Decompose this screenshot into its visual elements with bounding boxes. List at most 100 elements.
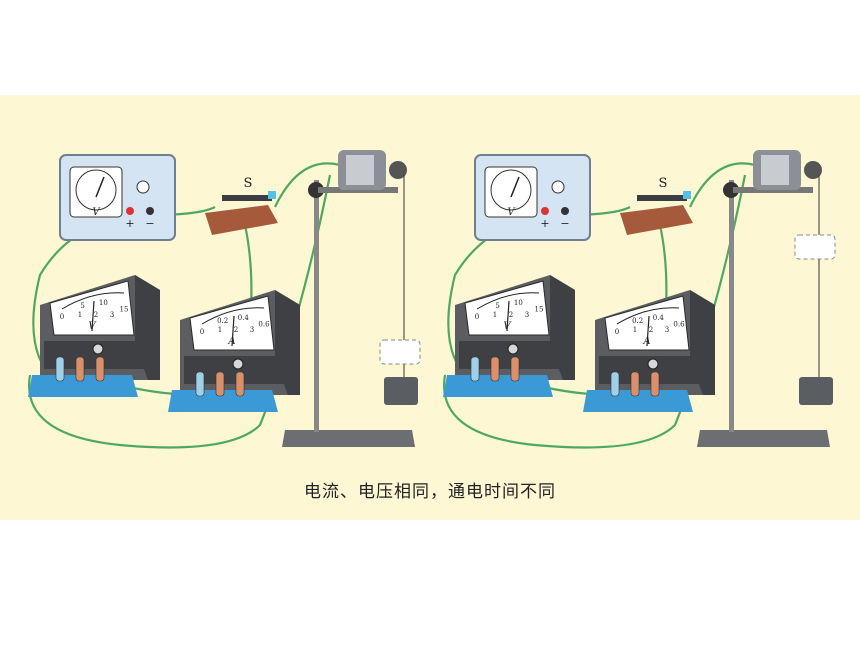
setup0-ammeter-scale-label-3: 0.6	[258, 320, 270, 328]
setup1-voltmeter-scale-label-2: 10	[514, 299, 523, 307]
setup1-ammeter-scale-arc	[616, 307, 680, 325]
setup1-supply-dial	[490, 169, 532, 211]
setup0-motor-pulley	[389, 161, 407, 179]
setup0-voltmeter-inner-label-0: 1	[78, 311, 82, 319]
setup1-voltmeter-inner-label-0: 1	[493, 311, 497, 319]
setup0-ammeter-face	[189, 295, 275, 351]
setup1-supply-dial-bg	[484, 166, 538, 218]
setup1-switch-label: S	[659, 176, 668, 191]
setup0-voltmeter-face	[49, 280, 135, 336]
setup1-switch-base	[620, 205, 693, 235]
setup1-voltmeter-terminal-1	[490, 356, 500, 382]
setup0-voltmeter-terminal-1	[75, 356, 85, 382]
setup1-voltmeter-scale-label-1: 5	[495, 302, 499, 310]
setup1-ammeter-needle	[646, 315, 650, 347]
setup1-voltmeter-inner-label-1: 2	[509, 311, 513, 319]
setup1-stand-base	[697, 430, 830, 447]
setup0-stand-clamp	[308, 182, 324, 198]
setup0-switch-lever	[222, 195, 272, 201]
setup1-ammeter-zero-screw	[647, 358, 659, 370]
setup0-voltmeter-base	[28, 375, 138, 397]
setup1-supply-plus-terminal	[541, 207, 549, 215]
setup0-voltmeter-scale-label-1: 5	[80, 302, 84, 310]
setup1-ghost-weight	[794, 234, 836, 260]
setup1-ammeter-scale-label-0: 0	[615, 328, 619, 336]
setup1-stand-rod	[729, 180, 734, 432]
setup0-motor-face	[346, 155, 374, 185]
setup1-ammeter-face	[604, 295, 690, 351]
setup0-ammeter-needle	[231, 315, 235, 347]
setup0-voltmeter-zero-screw	[92, 343, 104, 355]
setup0-supply-plus-terminal	[126, 207, 134, 215]
setup1-voltmeter-scale-label-0: 0	[475, 313, 479, 321]
setup1-voltmeter-face	[464, 280, 550, 336]
setup0-supply-knob	[136, 180, 150, 194]
setup0-voltmeter-scale-label-0: 0	[60, 313, 64, 321]
setup1-ammeter-terminal-0	[610, 371, 620, 397]
setup0-ammeter-base	[168, 390, 278, 412]
caption: 电流、电压相同，通电时间不同	[304, 482, 556, 502]
setup1-supply-knob	[551, 180, 565, 194]
setup0-ammeter-scale-label-0: 0	[200, 328, 204, 336]
setup1-supply-needle	[510, 176, 520, 198]
setup0-supply-dial-label: V	[92, 207, 101, 218]
setup0-ghost-weight	[379, 339, 421, 365]
setup0-voltmeter-scale-label-2: 10	[99, 299, 108, 307]
setup0-wire-switch-motor	[274, 162, 341, 208]
setup0-voltmeter-unit: V	[88, 321, 97, 332]
setup0-ammeter-zero-screw	[232, 358, 244, 370]
setup0-voltmeter-inner-label-1: 2	[94, 311, 98, 319]
setup1-motor-face	[761, 155, 789, 185]
setup0-supply-minus-terminal	[146, 207, 154, 215]
setup1-ammeter-inner-label-0: 1	[633, 326, 637, 334]
setup1-voltmeter-unit: V	[503, 321, 512, 332]
setup1-ammeter-inner-label-1: 2	[649, 326, 653, 334]
setup0-ammeter-terminal-1	[215, 371, 225, 397]
setup0-ammeter-terminal-2	[235, 371, 245, 397]
setup0-supply-plus-label: +	[125, 217, 134, 230]
setup1-switch-lever	[637, 195, 687, 201]
setup1-supply-plus-label: +	[540, 217, 549, 230]
setup0-weight	[384, 377, 418, 405]
setup0-voltmeter-needle	[91, 300, 95, 332]
setup1-motor-pulley	[804, 161, 822, 179]
setup1-supply-dial-label: V	[507, 207, 516, 218]
setup0-stand-base	[282, 430, 415, 447]
setup1-voltmeter-terminal-2	[510, 356, 520, 382]
setup0-voltmeter-terminal-0	[55, 356, 65, 382]
setup1-supply-minus-label: −	[560, 217, 569, 230]
setup0-switch-label: S	[244, 176, 253, 191]
setup0-ammeter-scale-arc	[201, 307, 265, 325]
setup0-supply-dial-bg	[69, 166, 123, 218]
setup0-switch-base	[205, 205, 278, 235]
setup0-wire-loop	[28, 174, 332, 449]
setup0-voltmeter-scale-arc	[61, 292, 125, 310]
setup0-supply-minus-label: −	[145, 217, 154, 230]
setup0-ammeter-inner-label-2: 3	[250, 326, 254, 334]
setup1-voltmeter-zero-screw	[507, 343, 519, 355]
setup0-ammeter-inner-label-1: 2	[234, 326, 238, 334]
setup1-voltmeter-needle	[506, 300, 510, 332]
setup1-ammeter-unit: A	[642, 336, 650, 347]
setup1-stand-clamp	[723, 182, 739, 198]
setup1-voltmeter-inner-label-2: 3	[525, 311, 529, 319]
setup1-ammeter-scale-label-2: 0.4	[653, 314, 665, 322]
setup0-switch-handle	[268, 191, 276, 199]
setup1-ammeter-scale-label-3: 0.6	[673, 320, 685, 328]
setup1-wire-loop	[443, 174, 747, 449]
setup0-voltmeter-scale-label-3: 15	[120, 305, 129, 313]
setup1-ammeter-inner-label-2: 3	[665, 326, 669, 334]
setup0-ammeter-scale-label-2: 0.4	[238, 314, 250, 322]
setup1-supply-minus-terminal	[561, 207, 569, 215]
setup0-voltmeter-inner-label-2: 3	[110, 311, 114, 319]
setup1-ammeter-scale-label-1: 0.2	[632, 317, 643, 325]
setup1-ammeter-terminal-1	[630, 371, 640, 397]
setup0-ammeter-scale-label-1: 0.2	[217, 317, 228, 325]
setup0-ammeter-terminal-0	[195, 371, 205, 397]
setup0-ammeter-inner-label-0: 1	[218, 326, 222, 334]
setup1-switch-handle	[683, 191, 691, 199]
setup1-voltmeter-terminal-0	[470, 356, 480, 382]
